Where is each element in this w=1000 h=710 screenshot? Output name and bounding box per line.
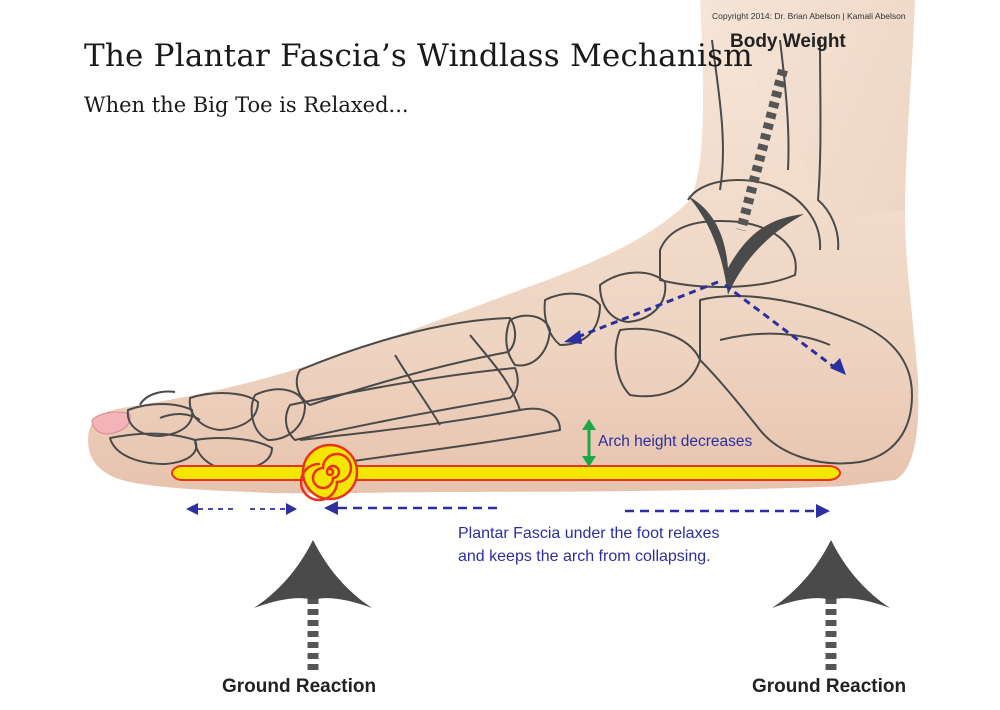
diagram-subtitle: When the Big Toe is Relaxed...	[84, 93, 409, 117]
arch-height-label: Arch height decreases	[598, 433, 753, 450]
ground-reaction-arrow-right	[772, 540, 890, 670]
copyright-notice: Copyright 2014: Dr. Brian Abelson | Kama…	[712, 11, 906, 21]
fascia-relax-arrows	[198, 506, 818, 513]
foot-skeleton	[109, 39, 913, 471]
plantar-fascia-note: Plantar Fascia under the foot relaxes an…	[458, 522, 719, 568]
plantar-fascia-note-line2: and keeps the arch from collapsing.	[458, 548, 711, 565]
ground-reaction-label-left: Ground Reaction	[222, 676, 377, 697]
windlass-spiral-icon	[299, 443, 359, 502]
diagram-title: The Plantar Fascia’s Windlass Mechanism	[84, 38, 753, 74]
body-weight-label: Body Weight	[730, 31, 846, 52]
plantar-fascia-band	[170, 465, 842, 481]
toenail	[91, 411, 131, 435]
body-weight-arrow	[688, 68, 804, 295]
leg-shading	[700, 0, 915, 220]
ground-reaction-label-right: Ground Reaction	[752, 676, 907, 697]
arch-force-arrowheads	[564, 330, 846, 375]
arch-force-lines	[574, 280, 839, 372]
plantar-fascia-note-line1: Plantar Fascia under the foot relaxes	[458, 525, 720, 542]
ground-reaction-arrow-left	[254, 540, 372, 670]
arch-height-arrow	[582, 419, 596, 467]
fascia-relax-arrowheads	[186, 501, 830, 518]
